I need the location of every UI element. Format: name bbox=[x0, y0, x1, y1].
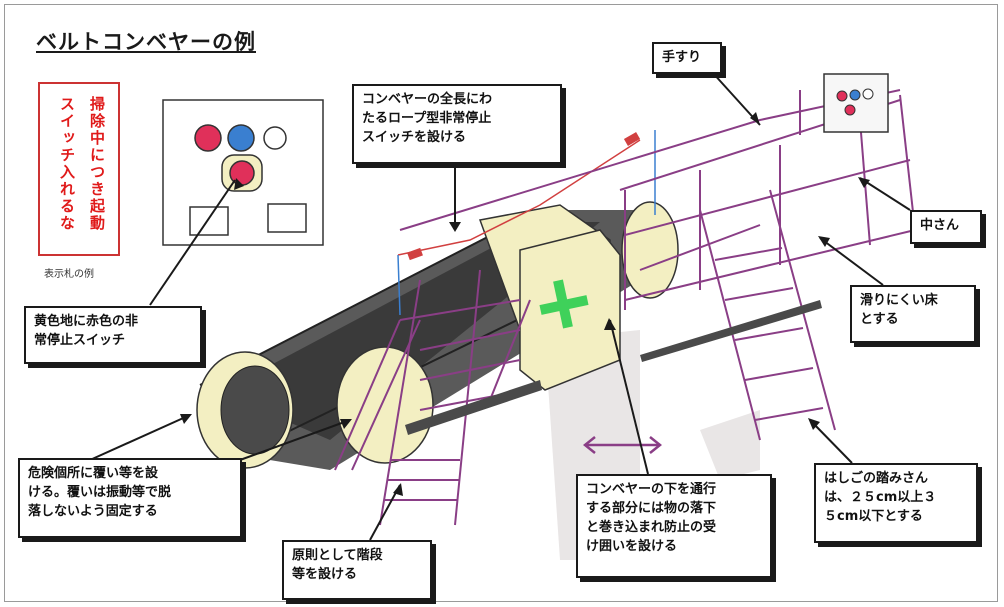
stairs bbox=[334, 269, 531, 526]
end-pulley-cover bbox=[196, 351, 294, 469]
ladder bbox=[699, 189, 836, 441]
switch-panel bbox=[162, 99, 324, 246]
callout-mid-rail: 中さん bbox=[910, 210, 982, 244]
control-box bbox=[823, 73, 889, 133]
sign-text-line1: 掃除中につき起動 bbox=[88, 96, 106, 232]
warning-sign: 掃除中につき起動 スイッチ入れるな bbox=[38, 82, 120, 256]
diagram-title: ベルトコンベヤーの例 bbox=[36, 30, 256, 54]
deck-strip bbox=[405, 300, 822, 435]
sign-text-line2: スイッチ入れるな bbox=[58, 96, 76, 232]
passage-arrow bbox=[582, 436, 663, 454]
guard-box bbox=[519, 229, 621, 391]
callout-rope-switch: コンベヤーの全長にわ たるロープ型非常停止 スイッチを設ける bbox=[352, 84, 562, 164]
callout-cover: 危険個所に覆い等を設 ける。覆いは振動等で脱 落しないよう固定する bbox=[18, 458, 242, 538]
callout-stairs: 原則として階段 等を設ける bbox=[282, 540, 432, 600]
sign-caption: 表示札の例 bbox=[44, 269, 94, 280]
callout-ladder: はしごの踏みさん は、２５cm以上３ ５cm以下とする bbox=[814, 463, 978, 543]
callout-non-slip-floor: 滑りにくい床 とする bbox=[850, 285, 976, 343]
callout-underpass: コンベヤーの下を通行 する部分には物の落下 と巻き込まれ防止の受 け囲いを設ける bbox=[576, 474, 772, 578]
callout-handrail: 手すり bbox=[652, 42, 722, 74]
callout-emergency-switch: 黄色地に赤色の非 常停止スイッチ bbox=[24, 306, 202, 364]
middle-pulley-cover bbox=[336, 346, 434, 464]
leader-arrowheads bbox=[180, 112, 870, 496]
